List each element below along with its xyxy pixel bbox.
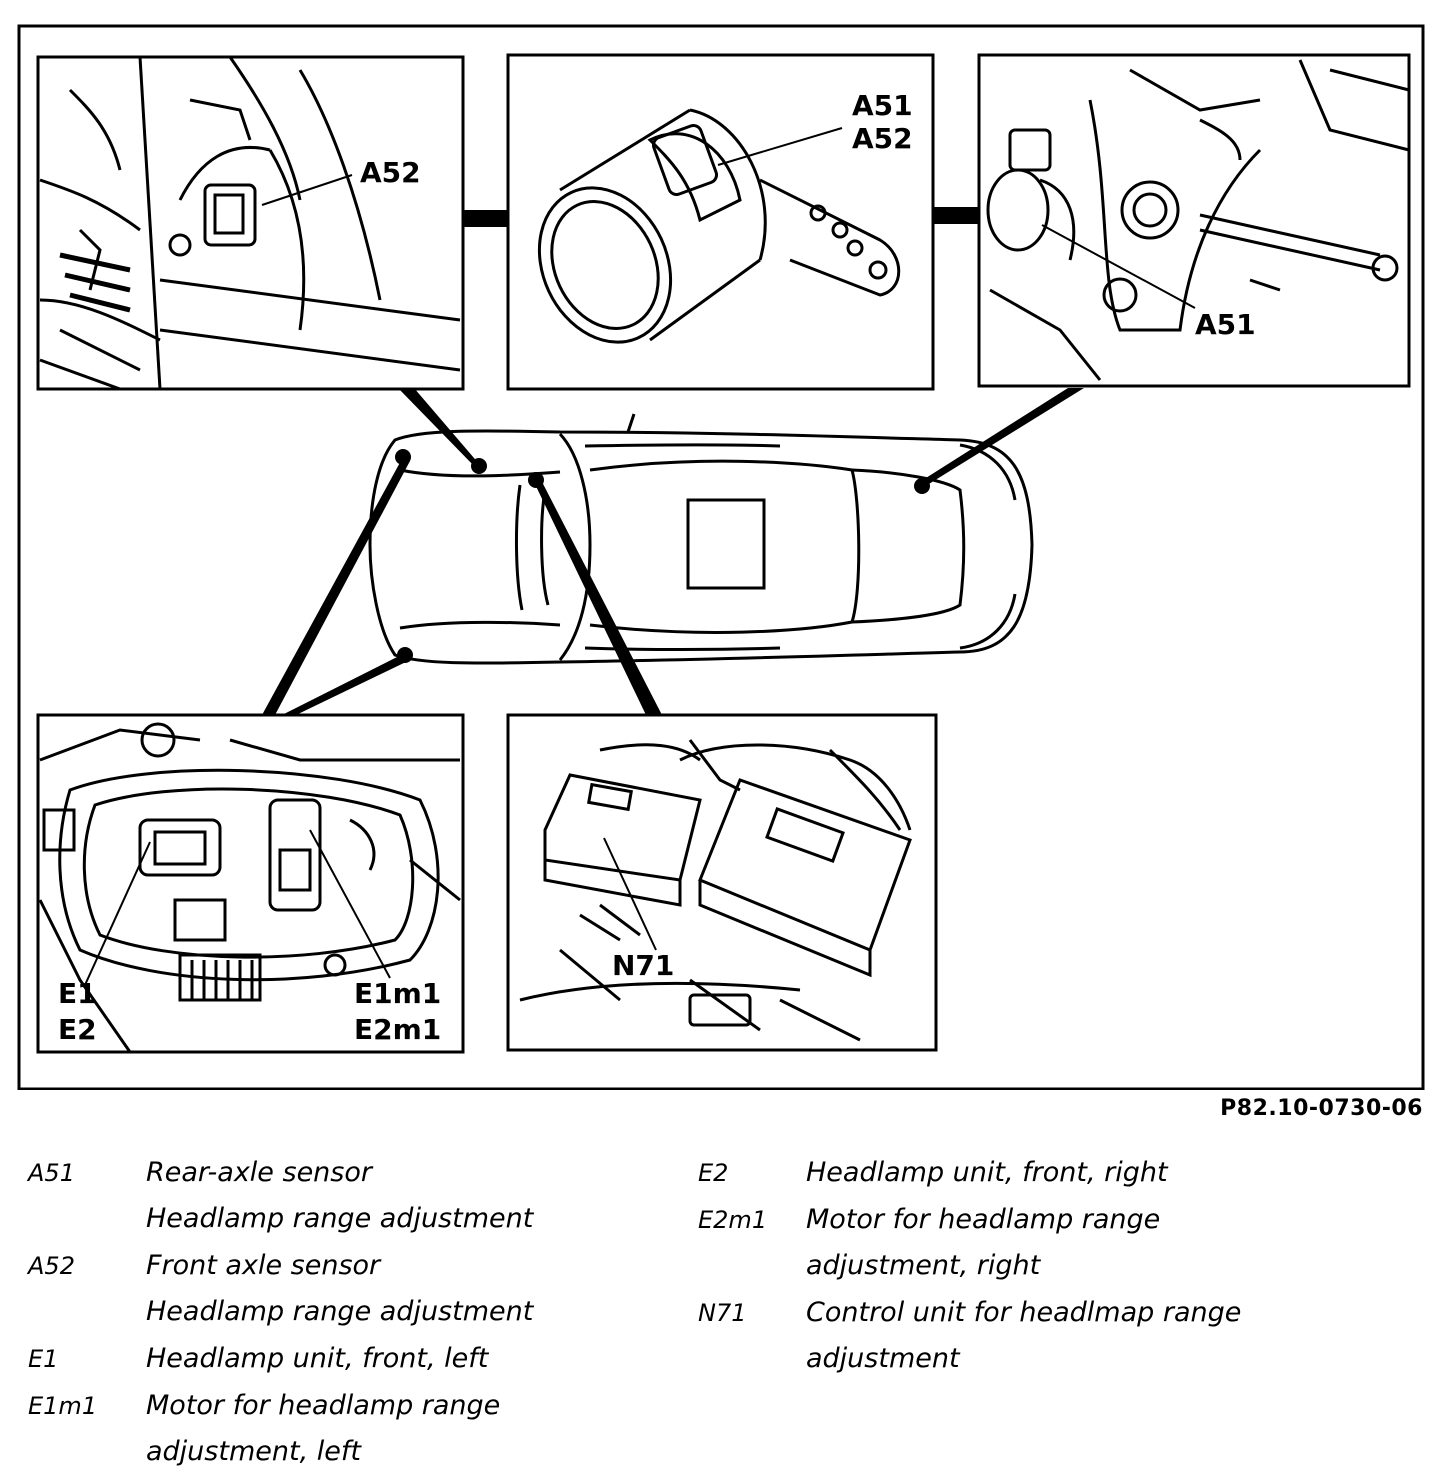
callout-a52-closeup: A52 (852, 122, 913, 155)
sunroof (686, 498, 766, 590)
legend-line: Headlamp unit, front, left (146, 1343, 489, 1374)
legend-code: A52 (28, 1252, 75, 1280)
legend-entry-e1: E1 Headlamp unit, front, left (28, 1336, 533, 1382)
legend-left-column: A51 Rear-axle sensor Headlamp range adju… (28, 1150, 533, 1476)
callout-e2: E2 (58, 1013, 97, 1046)
legend-entry-a51: A51 Rear-axle sensor Headlamp range adju… (28, 1150, 533, 1242)
legend-code: A51 (28, 1159, 75, 1187)
legend-line: Front axle sensor (146, 1250, 381, 1281)
legend-line: Motor for headlamp range (146, 1390, 501, 1421)
car-body-outline (368, 429, 1034, 665)
legend-description: Control unit for headlmap range adjustme… (806, 1290, 1241, 1382)
legend-line: Motor for headlamp range (806, 1204, 1161, 1235)
legend-entry-e2m1: E2m1 Motor for headlamp range adjustment… (698, 1197, 1241, 1289)
legend-line: Rear-axle sensor (146, 1157, 372, 1188)
component-location-dots (395, 449, 930, 663)
legend-entry-e2: E2 Headlamp unit, front, right (698, 1150, 1241, 1196)
callout-a51-rear: A51 (1195, 308, 1256, 341)
panel-rear-axle-sensor: A51 (977, 53, 1411, 388)
legend-line: Headlamp range adjustment (146, 1296, 534, 1327)
legend-line: Headlamp unit, front, right (806, 1157, 1168, 1188)
panel-control-unit: N71 (506, 713, 938, 1052)
legend-code: E1m1 (28, 1392, 98, 1420)
legend-code: N71 (698, 1299, 747, 1327)
legend-description: Rear-axle sensor Headlamp range adjustme… (146, 1150, 533, 1242)
legend-right-column: E2 Headlamp unit, front, right E2m1 Moto… (698, 1150, 1241, 1383)
connector-bar-left (463, 210, 508, 227)
callout-e1: E1 (58, 977, 97, 1010)
legend-line: Control unit for headlmap range (806, 1297, 1242, 1328)
figure-code: P82.10-0730-06 (1220, 1096, 1423, 1121)
legend-code: E2 (698, 1159, 729, 1187)
callout-n71: N71 (612, 949, 674, 982)
legend-line: adjustment (806, 1343, 960, 1374)
component-location-diagram: A52 A51 A52 (17, 24, 1425, 1090)
callout-e1m1: E1m1 (354, 977, 441, 1010)
legend-description: Headlamp unit, front, right (806, 1150, 1168, 1196)
legend-description: Motor for headlamp range adjustment, lef… (146, 1383, 500, 1475)
legend-code: E2m1 (698, 1206, 768, 1234)
outer-frame (17, 24, 1425, 1090)
panel-leaders (262, 388, 1084, 715)
connector-bar-right (933, 207, 979, 224)
panel-headlamp-units: E1 E2 E1m1 E2m1 (36, 713, 465, 1054)
callout-a51-closeup: A51 (852, 89, 913, 122)
legend-entry-e1m1: E1m1 Motor for headlamp range adjustment… (28, 1383, 533, 1475)
legend-line: Headlamp range adjustment (146, 1203, 534, 1234)
legend-line: adjustment, right (806, 1250, 1041, 1281)
legend-description: Motor for headlamp range adjustment, rig… (806, 1197, 1160, 1289)
vehicle-top-view (368, 413, 1034, 665)
callout-e2m1: E2m1 (354, 1013, 441, 1046)
legend-code: E1 (28, 1345, 59, 1373)
legend-entry-a52: A52 Front axle sensor Headlamp range adj… (28, 1243, 533, 1335)
legend-description: Headlamp unit, front, left (146, 1336, 488, 1382)
legend-description: Front axle sensor Headlamp range adjustm… (146, 1243, 533, 1335)
legend-line: adjustment, left (146, 1436, 361, 1467)
panel-axle-sensor-closeup: A51 A52 (506, 53, 935, 391)
panel-front-axle-sensor: A52 (36, 55, 465, 391)
legend-entry-n71: N71 Control unit for headlmap range adju… (698, 1290, 1241, 1382)
callout-a52-front: A52 (360, 156, 421, 189)
